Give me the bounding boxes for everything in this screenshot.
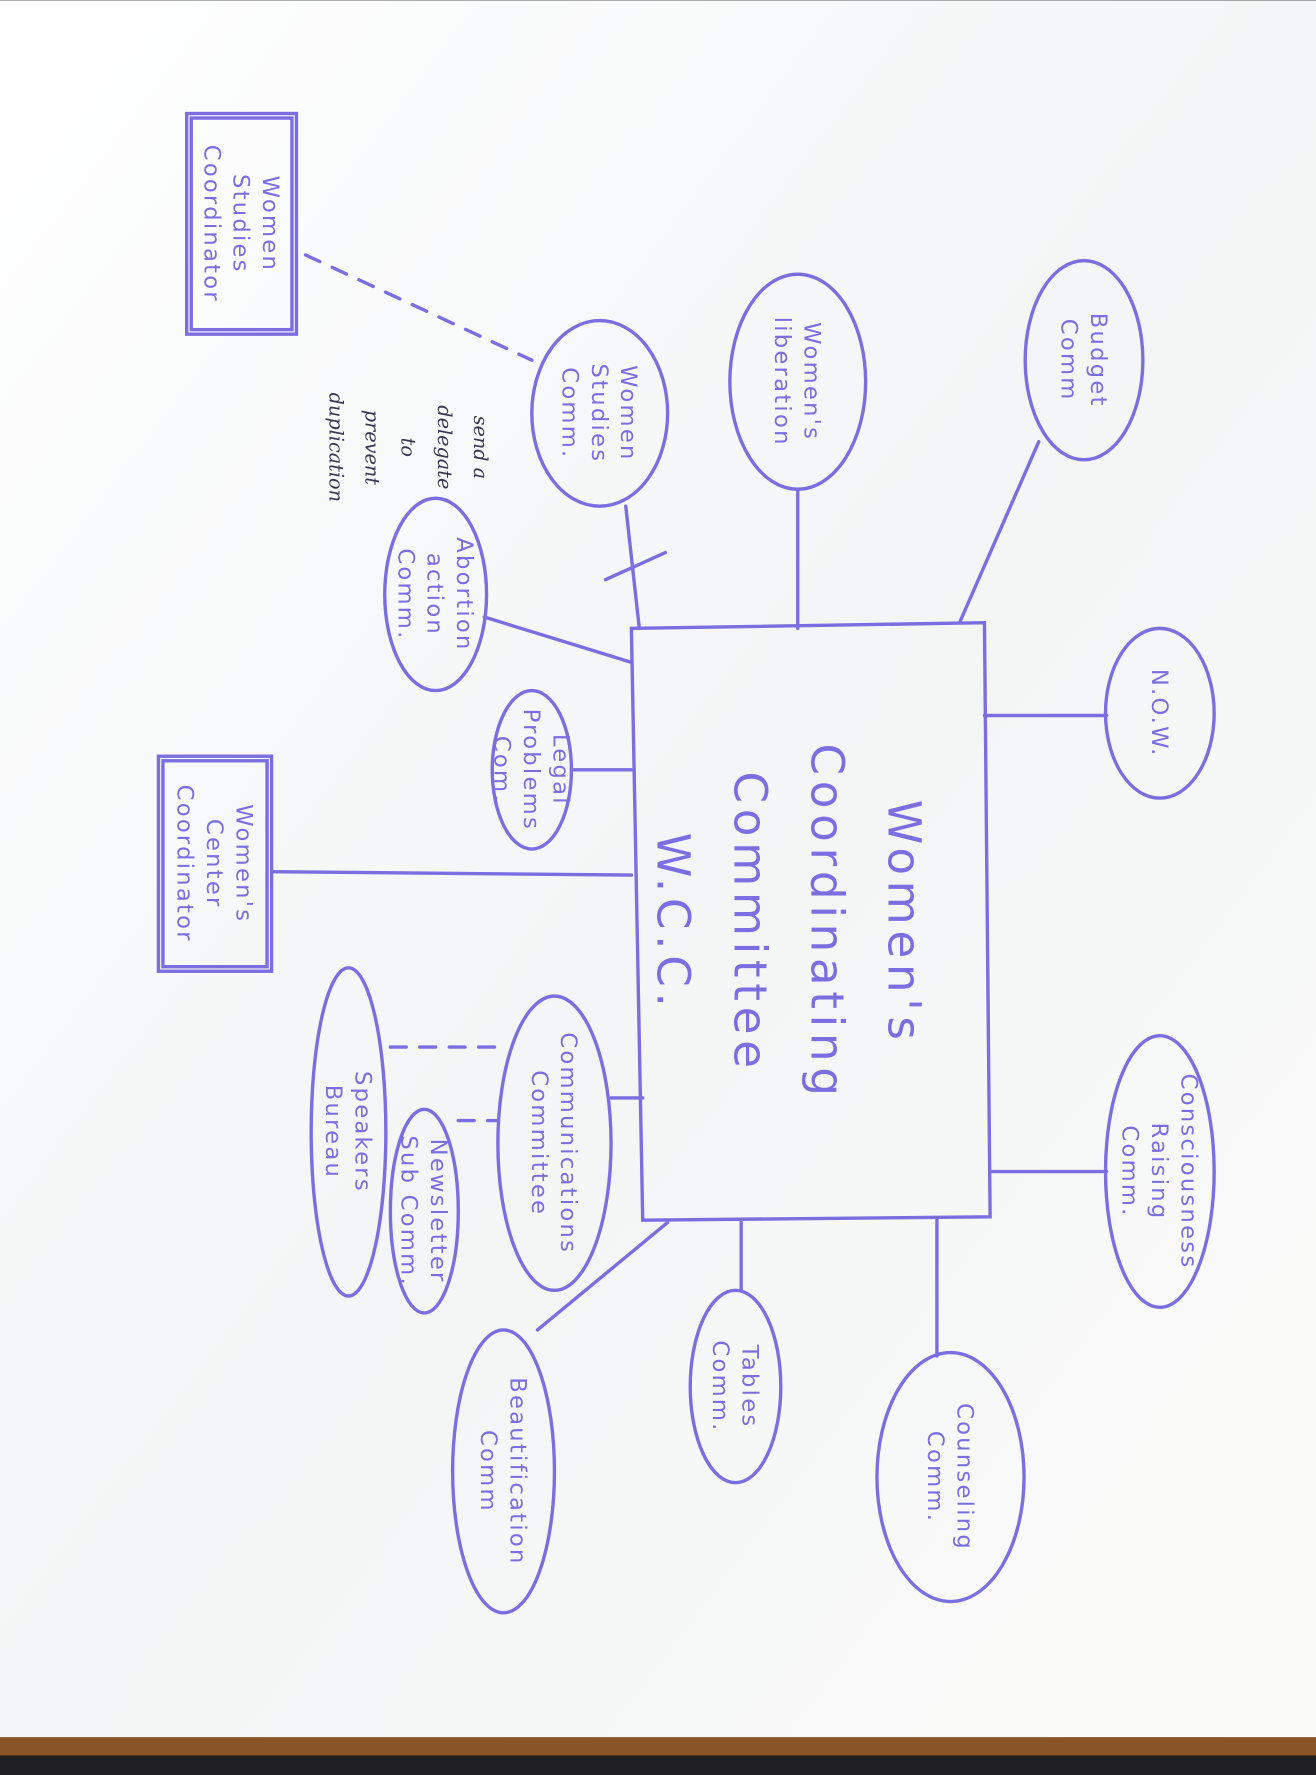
center-committee-label-line: Women's [877, 800, 930, 1046]
consciousness-label: ConsciousnessRaisingComm. [1117, 1074, 1202, 1270]
table-edge [0, 1737, 1316, 1756]
delegate-annotation: send a delegate to prevent duplication [324, 393, 492, 502]
beautification-label-line: Beautification [504, 1377, 530, 1565]
newsletter-label-line: Sub Comm. [396, 1135, 422, 1287]
abortion-label-line: Comm. [392, 548, 418, 640]
abortion-label-line: Abortion [451, 537, 477, 651]
speakers-ellipse [309, 966, 388, 1298]
liberation-label-line: liberation [769, 317, 795, 447]
now-label: N.O.W. [1146, 669, 1172, 758]
center-committee-label-line: Coordinating [800, 744, 853, 1102]
center-committee-label-line: W.C.C. [646, 833, 699, 1013]
studies-coord-connector [303, 253, 534, 362]
tables-ellipse [688, 1288, 783, 1485]
tables-label-line: Tables [736, 1344, 762, 1429]
budget-label-line: Comm [1055, 319, 1081, 402]
liberation-ellipse [728, 272, 868, 491]
legal-label: LegalProblemsCom. [488, 709, 573, 831]
abortion-ellipse [383, 496, 489, 693]
studies-comm-label-line: Women [615, 365, 641, 462]
center-committee-label-line: Committee [723, 772, 776, 1074]
liberation-label-line: Women's [799, 322, 825, 441]
communications-label: CommunicationsCommittee [526, 1032, 581, 1254]
studies-comm-connector [603, 550, 668, 582]
studies-comm-label: WomenStudiesComm. [556, 363, 641, 463]
delegate-annotation-line: prevent [360, 410, 383, 485]
center-coord-connector [269, 869, 634, 877]
center-coord-label: Women'sCenterCoordinator [172, 785, 257, 943]
delegate-annotation-line: send a [469, 416, 492, 479]
abortion-connector [482, 615, 634, 665]
now-ellipse [1103, 626, 1216, 800]
studies-comm-label-line: Studies [586, 363, 612, 463]
speakers-label: SpeakersBureau [320, 1071, 375, 1193]
beautification-label-line: Comm [475, 1430, 501, 1513]
studies-comm-ellipse [530, 318, 670, 508]
abortion-label: AbortionactionComm. [392, 537, 477, 651]
communications-label-line: Communications [555, 1032, 581, 1254]
center-committee-box [629, 620, 992, 1222]
budget-label: BudgetComm [1055, 313, 1110, 408]
counseling-label-line: Comm. [922, 1431, 948, 1523]
communications-label-line: Committee [526, 1070, 552, 1216]
paper [0, 0, 1316, 1738]
now-label-line: N.O.W. [1146, 669, 1172, 758]
delegate-annotation-line: duplication [324, 393, 347, 502]
tables-label-line: Comm. [707, 1340, 733, 1432]
abortion-label-line: action [422, 553, 448, 636]
legal-label-line: Legal [547, 734, 573, 806]
center-coord-label-line: Coordinator [172, 785, 198, 943]
communications-ellipse [496, 994, 613, 1293]
consciousness-ellipse [1103, 1034, 1216, 1310]
center-coord-box [156, 754, 274, 973]
counseling-label: CounselingComm. [922, 1403, 977, 1551]
center-coord-label-line: Center [201, 819, 227, 909]
budget-connector [957, 439, 1041, 625]
consciousness-label-line: Consciousness [1175, 1074, 1201, 1270]
studies-coord-label-line: Women [257, 176, 283, 273]
speakers-label-line: Speakers [349, 1071, 375, 1193]
delegate-annotation-line: to [397, 438, 420, 457]
newsletter-ellipse [388, 1107, 460, 1315]
consciousness-label-line: Raising [1146, 1123, 1172, 1221]
newsletter-label: NewsletterSub Comm. [396, 1135, 451, 1287]
studies-coord-label: WomenStudiesCoordinator [198, 145, 283, 303]
budget-ellipse [1023, 258, 1145, 462]
studies-coord-box [185, 111, 299, 336]
center-coord-box-inner [161, 759, 269, 969]
studies-coord-label-line: Coordinator [198, 145, 224, 303]
budget-label-line: Budget [1085, 313, 1111, 408]
legal-ellipse [490, 688, 574, 851]
counseling-label-line: Counseling [951, 1403, 977, 1551]
tables-label: TablesComm. [707, 1340, 762, 1432]
newsletter-label-line: Newsletter [425, 1139, 451, 1284]
beautification-ellipse [450, 1328, 557, 1615]
studies-coord-box-inner [189, 116, 294, 332]
studies-comm-label-line: Comm. [556, 367, 582, 459]
delegate-annotation-line: delegate [433, 405, 456, 489]
beautification-label: BeautificationComm [475, 1377, 530, 1565]
legal-label-line: Problems [518, 709, 544, 831]
speakers-label-line: Bureau [320, 1085, 346, 1179]
legal-label-line: Com. [488, 736, 514, 804]
studies-coord-label-line: Studies [228, 174, 254, 274]
counseling-ellipse [875, 1350, 1026, 1604]
consciousness-label-line: Comm. [1117, 1125, 1143, 1217]
center-coord-label-line: Women's [230, 804, 256, 923]
beautification-connector [535, 1220, 670, 1332]
center-committee-label: Women's Coordinating Committee W.C.C. [646, 744, 930, 1102]
liberation-label: Women'sliberation [769, 317, 824, 447]
